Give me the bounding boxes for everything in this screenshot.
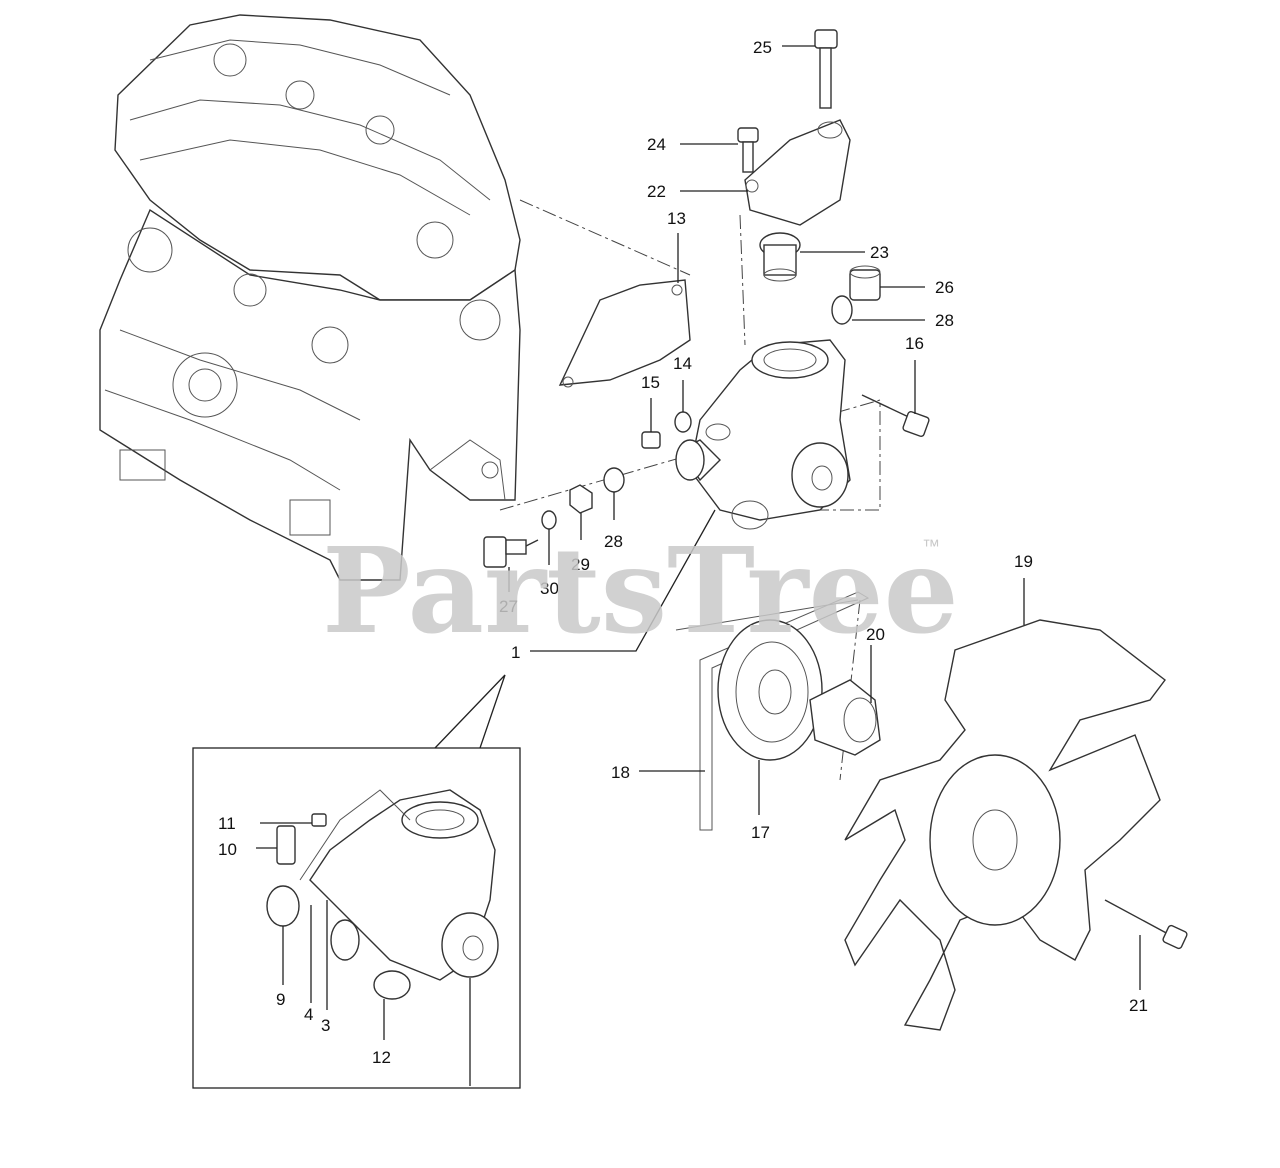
washer — [831, 295, 853, 325]
gasket — [558, 279, 691, 386]
small-washer — [674, 411, 692, 433]
callout-16: 16 — [905, 334, 924, 353]
pump-bolt — [861, 394, 930, 438]
leader-lines — [256, 45, 1141, 1086]
callout-22: 22 — [647, 182, 666, 201]
callout-15: 15 — [641, 373, 660, 392]
callout-11: 11 — [218, 814, 236, 833]
short-bolt — [737, 127, 759, 173]
callout-24: 24 — [647, 135, 666, 154]
callout-14: 14 — [673, 354, 692, 373]
fan-bolt — [1104, 899, 1188, 950]
callout-1: 1 — [511, 643, 520, 662]
callout-26: 26 — [935, 278, 954, 297]
inset-o-ring — [266, 885, 300, 927]
callout-9: 9 — [276, 990, 285, 1009]
v-belt — [675, 591, 870, 831]
temperature-sensor — [483, 536, 539, 568]
inset-screw — [311, 813, 327, 827]
callout-20: 20 — [866, 625, 885, 644]
long-bolt — [814, 29, 838, 109]
water-pump — [675, 339, 851, 530]
callout-10: 10 — [218, 840, 237, 859]
thermostat-cover — [744, 119, 851, 226]
sensor-adapter — [569, 484, 593, 514]
callout-4: 4 — [304, 1005, 313, 1024]
trademark-symbol: ™ — [922, 536, 940, 556]
fan-spacer — [809, 679, 881, 756]
callout-19: 19 — [1014, 552, 1033, 571]
inset-box — [192, 674, 521, 1089]
callout-labels: 25 24 22 13 23 26 28 16 14 15 28 29 30 2… — [218, 38, 1148, 1067]
partstree-watermark: PartsTree — [322, 521, 959, 660]
inset-fitting — [276, 825, 296, 865]
engine-block — [99, 14, 521, 581]
callout-13: 13 — [667, 209, 686, 228]
callout-23: 23 — [870, 243, 889, 262]
fan-pulley — [717, 619, 823, 761]
drain-plug — [849, 265, 881, 301]
callout-27: 27 — [499, 597, 518, 616]
callout-29: 29 — [571, 555, 590, 574]
callout-21: 21 — [1129, 996, 1148, 1015]
callout-18: 18 — [611, 763, 630, 782]
thermostat — [759, 232, 801, 282]
callout-12: 12 — [372, 1048, 391, 1067]
cooling-fan — [844, 619, 1166, 1031]
callout-28-top: 28 — [935, 311, 954, 330]
inset-pump — [299, 789, 499, 1000]
callout-25: 25 — [753, 38, 772, 57]
callout-28-bottom: 28 — [604, 532, 623, 551]
sensor-washer — [603, 467, 625, 493]
small-bolt — [641, 431, 661, 449]
callout-30: 30 — [540, 579, 559, 598]
callout-3: 3 — [321, 1016, 330, 1035]
callout-17: 17 — [751, 823, 770, 842]
